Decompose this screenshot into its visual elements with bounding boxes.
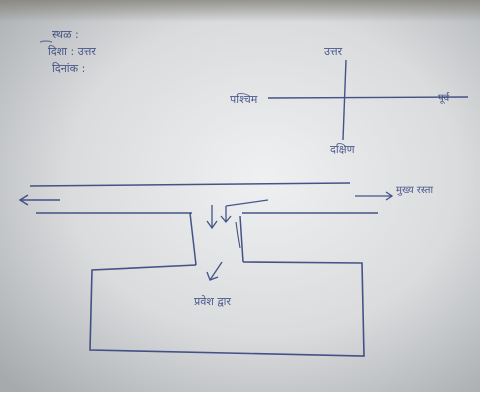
building-label: प्रवेश द्वार: [194, 295, 232, 308]
passage-right-wall: [239, 215, 244, 263]
road: [29, 182, 378, 214]
header-scribble: [39, 40, 53, 43]
passage-left-wall: [189, 212, 197, 266]
header-note-line-2: दिशा : उत्तर: [48, 45, 96, 58]
entry-arrow-icon: [206, 199, 269, 281]
compass-north-label: उत्तर: [324, 45, 343, 58]
bottom-white-border: [0, 392, 480, 403]
north-south-axis: [342, 59, 347, 141]
entrance-passage: [189, 212, 244, 266]
header-note-line-1: स्थळ :: [52, 28, 79, 41]
paper-top-shadow: [0, 0, 480, 22]
road-label: मुख्य रस्ता: [396, 185, 433, 196]
road-top-edge: [29, 182, 351, 187]
direction-cross: [267, 59, 469, 141]
passage-hatch: [235, 221, 241, 249]
road-label-pointer-icon: [355, 191, 394, 201]
header-note-line-3: दिनांक :: [52, 62, 85, 75]
compass-south-label: दक्षिण: [330, 143, 356, 156]
east-west-axis: [267, 96, 469, 99]
building-outline: [89, 261, 365, 357]
compass-west-label: पश्चिम: [230, 93, 258, 106]
compass-east-label: पूर्व: [438, 92, 450, 104]
road-direction-arrow-icon: [18, 194, 60, 206]
paper-sheet: [0, 0, 480, 392]
